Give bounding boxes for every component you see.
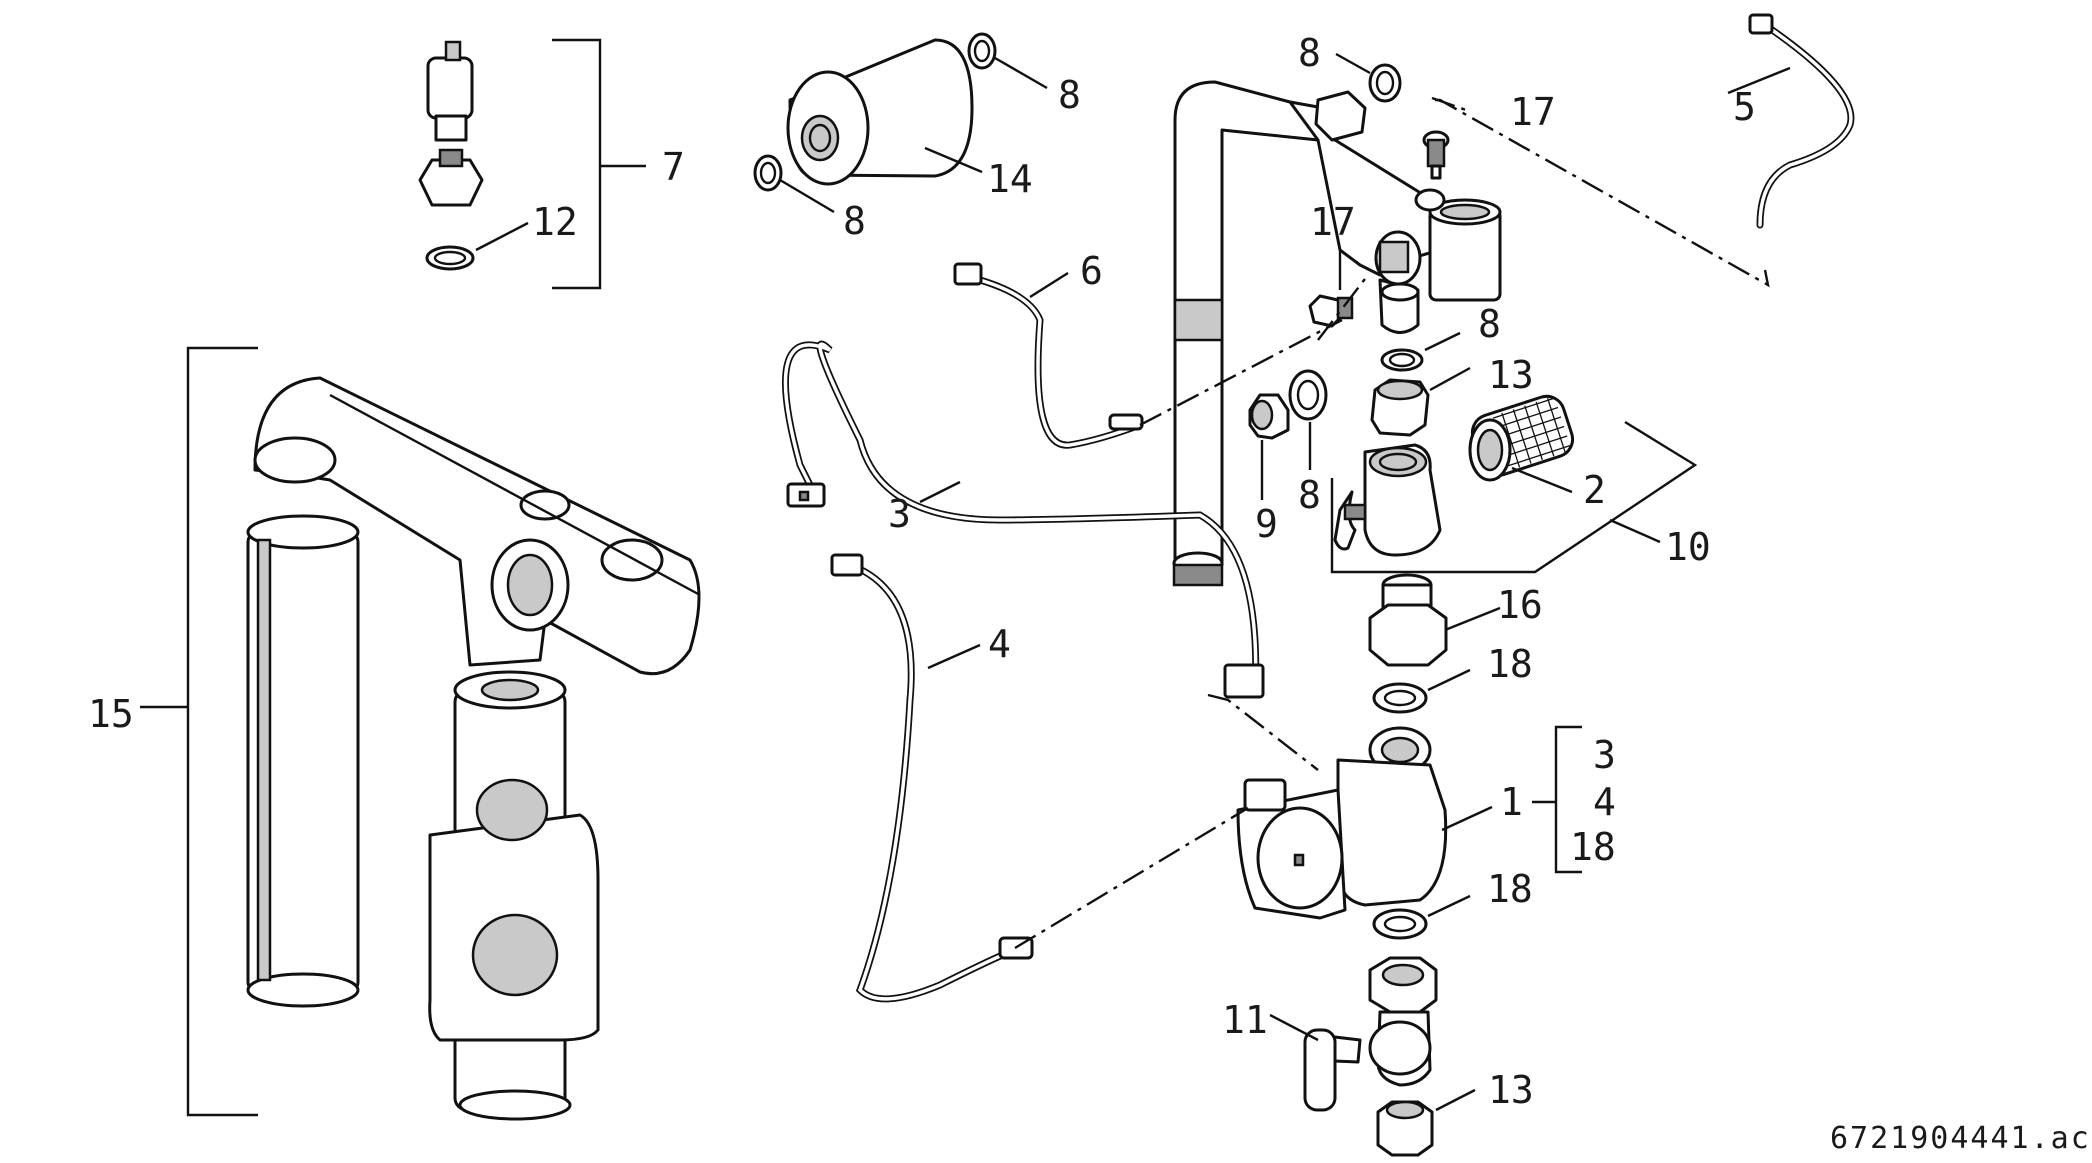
label-17-b: 17: [1310, 200, 1356, 244]
label-13-b: 13: [1488, 1068, 1534, 1112]
label-12: 12: [532, 200, 578, 244]
pump-includes-4: 4: [1593, 780, 1616, 824]
connector-lines: [1014, 96, 1770, 950]
label-17-a: 17: [1510, 90, 1556, 134]
filter-ball-valve-assembly: [1330, 394, 1698, 574]
valve-fittings: [1248, 52, 1471, 500]
insulation-shell-assembly: [140, 346, 701, 1121]
label-6: 6: [1080, 249, 1103, 293]
label-8-c: 8: [1298, 31, 1321, 75]
air-vent-assembly: [418, 38, 646, 290]
label-10: 10: [1665, 525, 1711, 569]
label-13-a: 13: [1488, 353, 1534, 397]
shutoff-valve-assembly: [1269, 956, 1476, 1157]
pump-assembly: [1236, 573, 1582, 940]
expansion-cylinder-assembly: [753, 32, 1048, 214]
label-2: 2: [1583, 468, 1606, 512]
drawing-code: 6721904441.ac: [1830, 1121, 2091, 1156]
label-16: 16: [1497, 583, 1543, 627]
label-4: 4: [988, 622, 1011, 666]
label-9: 9: [1255, 502, 1278, 546]
label-11: 11: [1222, 998, 1268, 1042]
flow-pipe-assembly: [1172, 80, 1502, 587]
label-5: 5: [1733, 85, 1756, 129]
label-8-a: 8: [1058, 73, 1081, 117]
label-18-b: 18: [1487, 867, 1533, 911]
label-8-e: 8: [1298, 473, 1321, 517]
cable-4: [830, 553, 1034, 1003]
pump-includes-18: 18: [1570, 825, 1616, 869]
sensor-plug-lower: [1308, 250, 1354, 328]
sensor-plug-upper: [1422, 130, 1450, 180]
part-number-labels: 1 2 3 4 5 6 7 8 8 8 8 8 9 10 11 12 13 13…: [88, 31, 2091, 1156]
label-14: 14: [987, 157, 1033, 201]
label-15: 15: [88, 692, 134, 736]
label-18-a: 18: [1487, 642, 1533, 686]
cable-6: [953, 262, 1144, 449]
label-3: 3: [888, 492, 911, 536]
cable-3: [781, 340, 1265, 699]
pump-includes-3: 3: [1593, 733, 1616, 777]
label-8-b: 8: [843, 199, 866, 243]
label-7: 7: [662, 145, 685, 189]
cable-5: [1727, 13, 1855, 229]
label-1: 1: [1500, 780, 1523, 824]
label-8-d: 8: [1478, 302, 1501, 346]
